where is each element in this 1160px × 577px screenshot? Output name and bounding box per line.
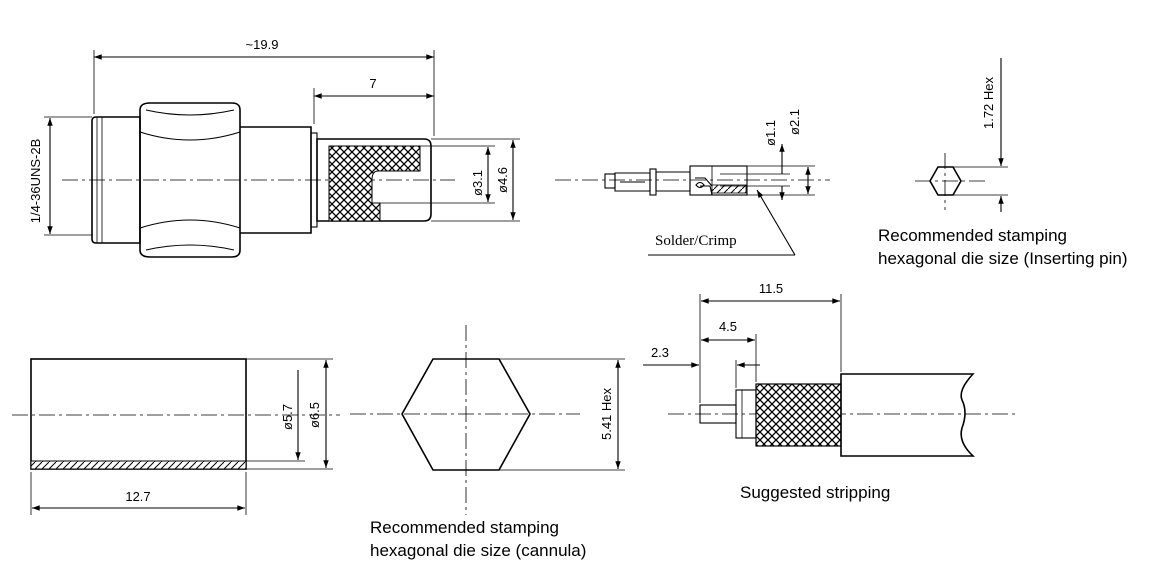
cannula-hex-die xyxy=(401,358,531,471)
dim-overall-length: ~19.9 xyxy=(246,37,279,52)
pin-tip xyxy=(604,173,616,189)
connector-view: ~19.9 7 1/4-36UNS-2B ø3.1 ø4.6 xyxy=(28,37,520,258)
dim-cable-entry: 7 xyxy=(369,76,376,91)
pin-barrel xyxy=(689,165,748,196)
dim-cannula-hex: 5.41 Hex xyxy=(599,387,614,440)
cannula-die-caption-1: Recommended stamping xyxy=(370,518,559,537)
dim-outer-dia: ø4.6 xyxy=(495,167,510,193)
pin-front xyxy=(614,172,651,192)
pin-die-caption-2: hexagonal die size (Inserting pin) xyxy=(878,249,1127,268)
solder-crimp-label: Solder/Crimp xyxy=(655,233,737,249)
dim-thread-spec: 1/4-36UNS-2B xyxy=(28,139,43,224)
dim-strip-total: 11.5 xyxy=(759,281,783,296)
hex-body xyxy=(139,102,241,258)
dim-pin-hex: 1.72 Hex xyxy=(981,76,996,129)
stripping-view: 11.5 4.5 2.3 Suggested stripping xyxy=(643,281,1015,502)
cannula-die-view: 5.41 Hex Recommended stamping hexagonal … xyxy=(350,325,625,560)
cannula-die-caption-2: hexagonal die size (cannula) xyxy=(370,541,586,560)
dim-inner-dia: ø3.1 xyxy=(470,170,485,196)
pin-die-caption-1: Recommended stamping xyxy=(878,226,1067,245)
pin-hex-die xyxy=(929,166,962,196)
dim-pin-small-dia: ø1.1 xyxy=(763,120,778,146)
cannula-tube xyxy=(30,358,247,470)
dim-cannula-inner: ø5.7 xyxy=(280,404,295,430)
dim-cannula-length: 12.7 xyxy=(125,489,150,504)
pin-view: ø1.1 ø2.1 Solder/Crimp xyxy=(555,109,830,256)
dim-strip-short: 2.3 xyxy=(651,345,669,360)
pin-die-view: 1.72 Hex Recommended stamping hexagonal … xyxy=(878,58,1127,268)
dim-strip-middle: 4.5 xyxy=(719,319,737,334)
crimp-sleeve xyxy=(316,138,432,222)
braid-mesh xyxy=(328,145,421,222)
dim-cannula-outer: ø6.5 xyxy=(307,402,322,428)
stripping-caption: Suggested stripping xyxy=(740,483,890,502)
dim-pin-large-dia: ø2.1 xyxy=(787,109,802,135)
cannula-view: ø5.7 ø6.5 12.7 xyxy=(12,358,340,515)
coupling-nut xyxy=(91,116,141,244)
cable-jacket xyxy=(840,373,976,457)
stripped-braid xyxy=(755,383,842,447)
